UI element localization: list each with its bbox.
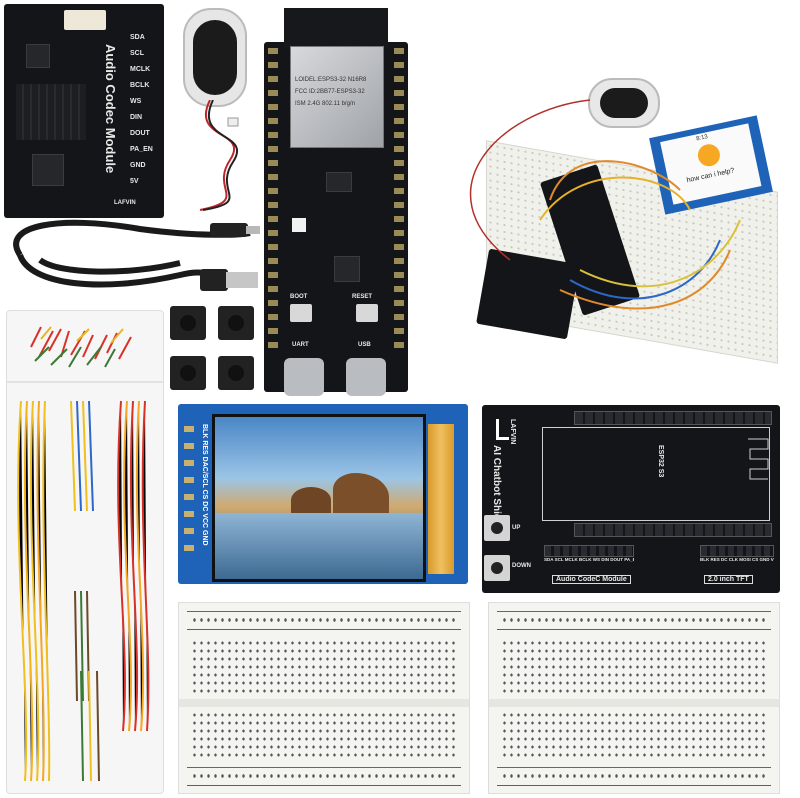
long-jumpers — [17, 400, 150, 782]
codec-chip — [32, 154, 64, 186]
pin-label: DOUT — [130, 130, 150, 137]
down-label: DOWN — [512, 563, 531, 569]
tactile-button — [170, 356, 206, 390]
landscape-sea — [215, 513, 423, 579]
tft-display: BLK RES DAC/SCL CS DC VCC GND — [178, 404, 468, 584]
codec-brand: LAFVIN — [114, 200, 136, 206]
codec-pins-label: SDA SCL MCLK BCLK WS DIN DOUT PA_EN GND … — [544, 557, 634, 562]
terminal-holes-top — [501, 639, 767, 695]
usb-c-port-usb — [346, 358, 386, 396]
boot-label: BOOT — [290, 294, 308, 300]
codec-module-label-box: Audio CodeC Module — [552, 575, 631, 584]
esp32-s3-board: LOIDEL:ESPS3-32 N16R8 FCC ID:2BB77-ESPS3… — [264, 8, 408, 396]
brand-wrap: LAFVIN — [504, 419, 518, 479]
tft-screen — [212, 414, 426, 582]
esp-module-shield: LOIDEL:ESPS3-32 N16R8 FCC ID:2BB77-ESPS3… — [290, 46, 384, 148]
tft-header — [700, 545, 774, 557]
pin-label: SCL — [130, 50, 144, 57]
audio-codec-module: Audio Codec Module SDA SCL MCLK BCLK WS … — [4, 4, 164, 218]
esp-outline — [542, 427, 770, 521]
rgb-led — [292, 218, 306, 232]
jumper-wire-box — [6, 310, 164, 794]
up-button — [484, 515, 510, 541]
antenna-trace — [748, 438, 769, 480]
reset-button — [356, 304, 378, 322]
short-jumpers — [30, 326, 132, 368]
center-channel — [179, 699, 469, 707]
top-header-row — [574, 411, 772, 425]
usb-uart-chip — [334, 256, 360, 282]
pin-label: 5V — [130, 178, 139, 185]
pin-label: GND — [130, 162, 146, 169]
speaker-wire — [199, 100, 239, 211]
pcb-antenna — [284, 8, 388, 48]
speaker — [183, 8, 247, 107]
up-label: UP — [512, 525, 521, 531]
terminal-holes-top — [191, 639, 457, 695]
usb-label: USB — [358, 342, 371, 348]
module-label-1: LOIDEL:ESPS3-32 N16R8 — [295, 77, 367, 83]
ai-chatbot-shield: AI Chatbot Shield LAFVIN ESP32 S3 UP DOW… — [482, 405, 780, 593]
terminal-holes-bottom — [501, 711, 767, 761]
tft-flex-cable — [428, 424, 454, 574]
smd-pads — [16, 84, 86, 140]
usb-c-port-uart — [284, 358, 324, 396]
speaker-cone — [193, 20, 237, 95]
right-header-pins — [394, 48, 404, 348]
pin-label: SDA — [130, 34, 145, 41]
landscape-rock — [333, 473, 389, 513]
breadboard-left — [178, 602, 470, 794]
assembled-project: 8:13 how can i help? — [420, 70, 800, 370]
shield-esp-label: ESP32 S3 — [657, 445, 664, 478]
down-button — [484, 555, 510, 581]
tactile-buttons — [168, 300, 258, 396]
pin-label: WS — [130, 98, 142, 105]
rail-holes — [191, 615, 457, 625]
module-label-2: FCC ID:2BB77-ESPS3-32 — [295, 89, 365, 95]
boot-button — [290, 304, 312, 322]
codec-title: Audio Codec Module — [103, 44, 118, 174]
jumper-wires — [469, 99, 741, 310]
tft-pin-labels: BLK RES DAC/SCL CS DC VCC GND — [201, 424, 208, 546]
usb-cable — [13, 219, 260, 291]
shield-brand: LAFVIN — [509, 419, 516, 445]
module-label-3: ISM 2.4G 802.11 b/g/n — [295, 101, 355, 107]
rail-holes — [501, 615, 767, 625]
pin-label: BCLK — [130, 82, 150, 89]
rail-holes — [191, 771, 457, 781]
pin-label: MCLK — [130, 66, 151, 73]
left-header-pins — [268, 48, 278, 348]
breadboard-right — [488, 602, 780, 794]
shield-logo — [496, 419, 509, 440]
assembled-speaker — [588, 78, 660, 128]
center-channel — [489, 699, 779, 707]
bottom-header-row — [574, 523, 772, 537]
landscape-rock — [291, 487, 331, 513]
codec-pin-labels: SDA SCL MCLK BCLK WS DIN DOUT PA_EN GND … — [130, 34, 164, 185]
jst-connector — [64, 10, 106, 30]
tactile-button — [218, 306, 254, 340]
shield-title-wrap: AI Chatbot Shield — [490, 445, 504, 565]
pin-label: DIN — [130, 114, 143, 121]
reset-label: RESET — [352, 294, 373, 300]
uart-label: UART — [292, 342, 309, 348]
tactile-button — [218, 356, 254, 390]
tft-pins-label: BLK RES DC CLK MOSI CS GND VCC — [700, 557, 774, 562]
tft-pin-header — [184, 426, 194, 562]
regulator — [326, 172, 352, 192]
tactile-button — [170, 306, 206, 340]
amp-chip — [26, 44, 50, 68]
terminal-holes-bottom — [191, 711, 457, 761]
tft-label-box: 2.0 inch TFT — [704, 575, 753, 584]
rail-holes — [501, 771, 767, 781]
codec-header — [544, 545, 634, 557]
box-divider — [7, 381, 163, 383]
pin-label: PA_EN — [130, 146, 153, 153]
esp-label-wrap: ESP32 S3 — [652, 445, 666, 495]
